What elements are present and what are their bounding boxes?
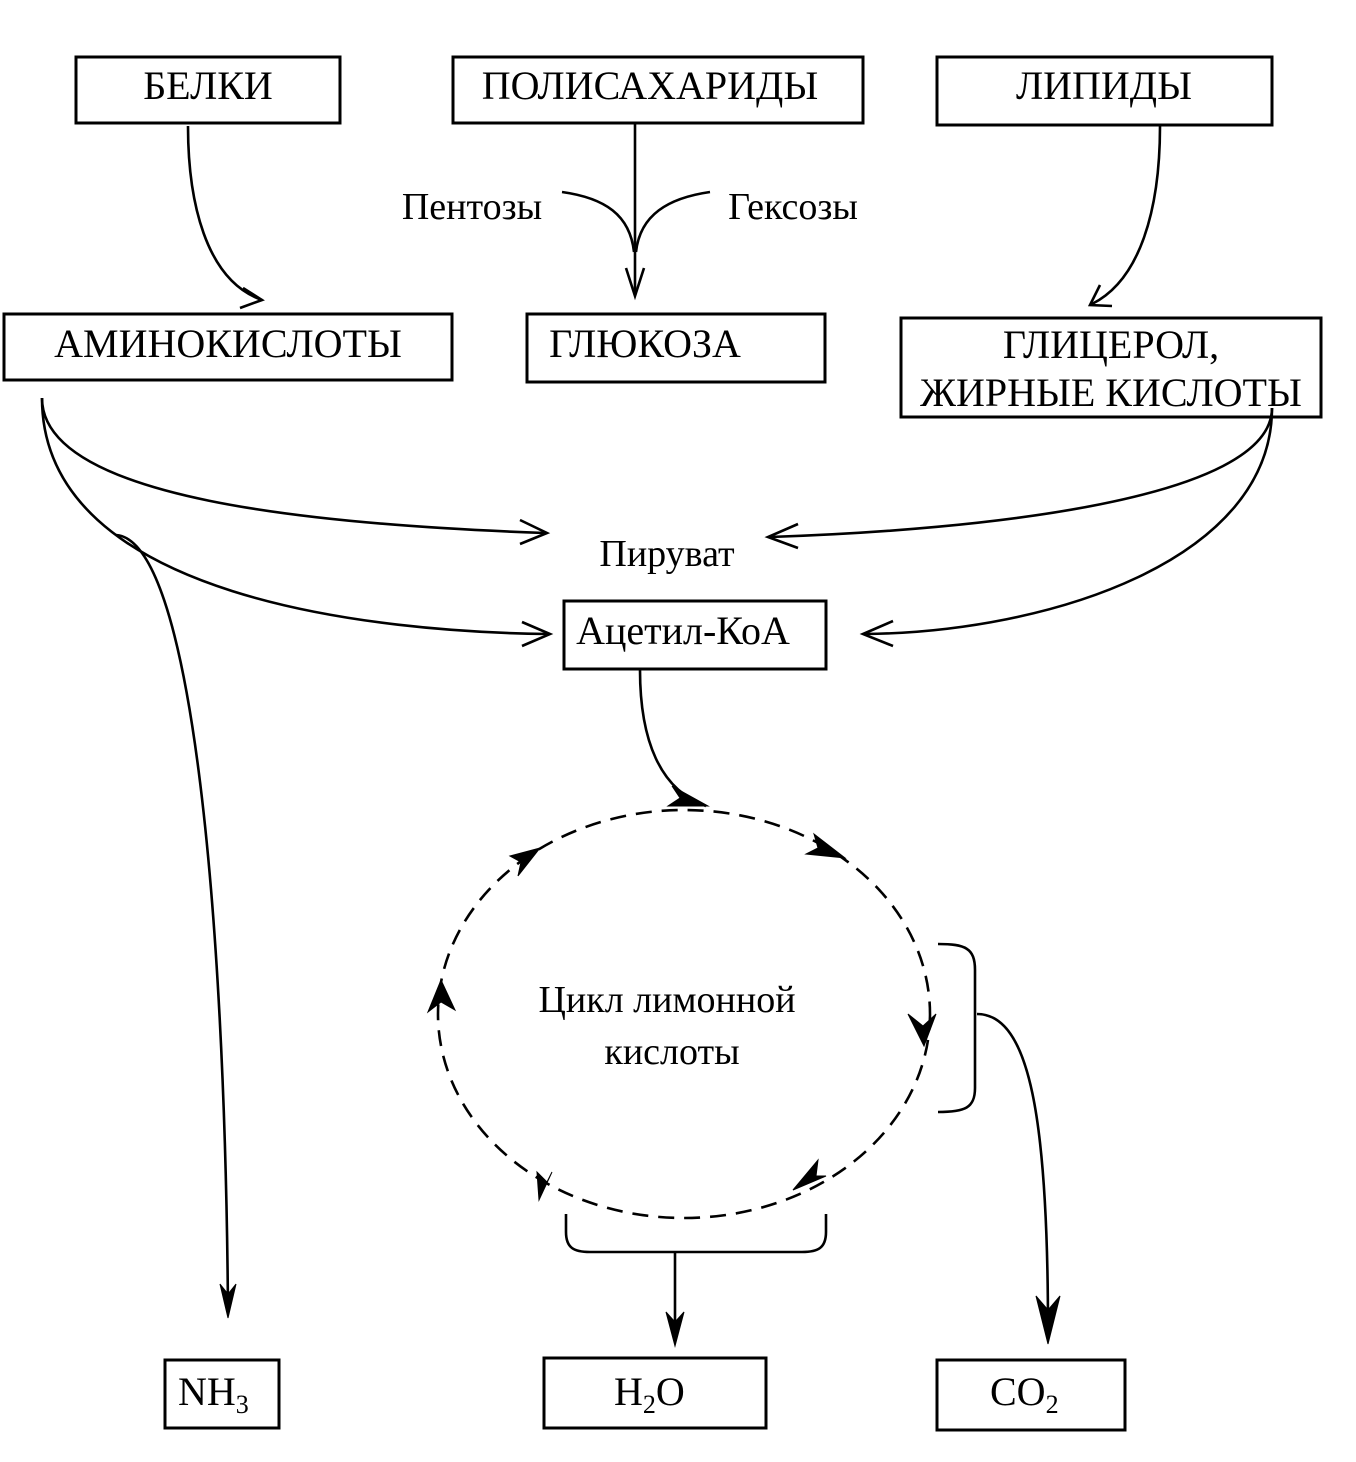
node-glucose: ГЛЮКОЗА <box>525 312 827 384</box>
svg-text:H2O: H2O <box>614 1369 685 1419</box>
bracket-co2 <box>937 942 977 1114</box>
node-proteins-label: БЕЛКИ <box>143 63 273 108</box>
node-lipids: ЛИПИДЫ <box>935 55 1274 127</box>
node-nh3: NH3 <box>163 1358 281 1430</box>
arrow-hexoses-merge <box>634 190 711 253</box>
arrow-lipids-to-glycerol <box>1091 125 1162 306</box>
node-polysaccharides: ПОЛИСАХАРИДЫ <box>451 55 865 125</box>
nh3-subscript: 3 <box>236 1390 249 1419</box>
cycle-head-top-right <box>804 832 847 859</box>
nh3-main: NH <box>178 1369 236 1414</box>
arrow-pentoses-merge <box>561 190 636 253</box>
arrow-amino-acids-to-nh3 <box>115 533 230 1313</box>
node-glycerol-label-line1: ГЛИЦЕРОЛ, <box>1003 322 1219 367</box>
label-pyruvate: Пируват <box>599 533 735 575</box>
h2o-subscript: 2 <box>643 1390 656 1419</box>
arrow-acetyl-coa-to-cycle <box>638 669 707 808</box>
arrowhead-h2o <box>665 1311 685 1348</box>
node-co2: CO2 <box>935 1358 1127 1432</box>
node-glycerol-label-line2: ЖИРНЫЕ КИСЛОТЫ <box>920 370 1302 415</box>
svg-text:NH3: NH3 <box>178 1369 249 1419</box>
h2o-o: O <box>656 1369 685 1414</box>
arrowhead-nh3 <box>219 1283 237 1319</box>
label-hexoses: Гексозы <box>728 186 858 228</box>
co2-main: CO <box>990 1369 1046 1414</box>
h2o-h: H <box>614 1369 643 1414</box>
cycle-head-top-left <box>508 847 542 877</box>
cycle-head-right <box>907 1013 937 1048</box>
cycle-head-left <box>426 978 457 1014</box>
node-glycerol-fatty-acids: ГЛИЦЕРОЛ, ЖИРНЫЕ КИСЛОТЫ <box>899 316 1323 419</box>
cycle-head-bottom-right <box>792 1158 827 1191</box>
node-polysaccharides-label: ПОЛИСАХАРИДЫ <box>482 63 818 108</box>
arrowhead-aa-acetyl <box>521 620 554 648</box>
arrow-proteins-to-amino-acids <box>186 125 263 302</box>
arrowhead-co2 <box>1035 1295 1061 1345</box>
arrowhead-proteins <box>239 286 265 310</box>
arrowhead-gly-pyruvate <box>764 522 799 550</box>
node-h2o: H2O <box>542 1356 768 1430</box>
arrowhead-glucose <box>624 267 646 301</box>
arrowhead-acetyl-cycle <box>666 785 710 807</box>
arrowhead-aa-pyruvate <box>519 518 551 546</box>
arrow-glycerol-to-pyruvate <box>769 407 1274 539</box>
arrow-amino-acids-to-acetyl-coa <box>40 397 549 636</box>
node-lipids-label: ЛИПИДЫ <box>1016 63 1192 108</box>
co2-subscript: 2 <box>1046 1390 1059 1419</box>
node-proteins: БЕЛКИ <box>74 55 342 125</box>
node-acetyl-coa: Ацетил-КоА <box>562 599 828 671</box>
node-acetyl-coa-label: Ацетил-КоА <box>576 608 790 653</box>
node-amino-acids-label: АМИНОКИСЛОТЫ <box>54 321 402 366</box>
arrow-amino-acids-to-pyruvate <box>40 397 546 535</box>
node-glucose-label: ГЛЮКОЗА <box>549 321 741 366</box>
bracket-h2o <box>564 1214 828 1254</box>
citric-acid-cycle <box>436 808 932 1220</box>
node-amino-acids: АМИНОКИСЛОТЫ <box>2 312 454 382</box>
svg-text:CO2: CO2 <box>990 1369 1059 1419</box>
arrowhead-gly-acetyl <box>859 619 894 648</box>
cycle-head-bottom-left <box>536 1170 553 1202</box>
cycle-label-line1: Цикл лимонной <box>538 979 795 1021</box>
label-pentoses: Пентозы <box>402 186 542 228</box>
cycle-label-line2: кислоты <box>604 1031 739 1073</box>
arrow-glycerol-to-acetyl-coa <box>864 407 1274 636</box>
arrowhead-lipids <box>1087 284 1113 308</box>
arrow-cycle-to-co2 <box>976 1012 1050 1331</box>
